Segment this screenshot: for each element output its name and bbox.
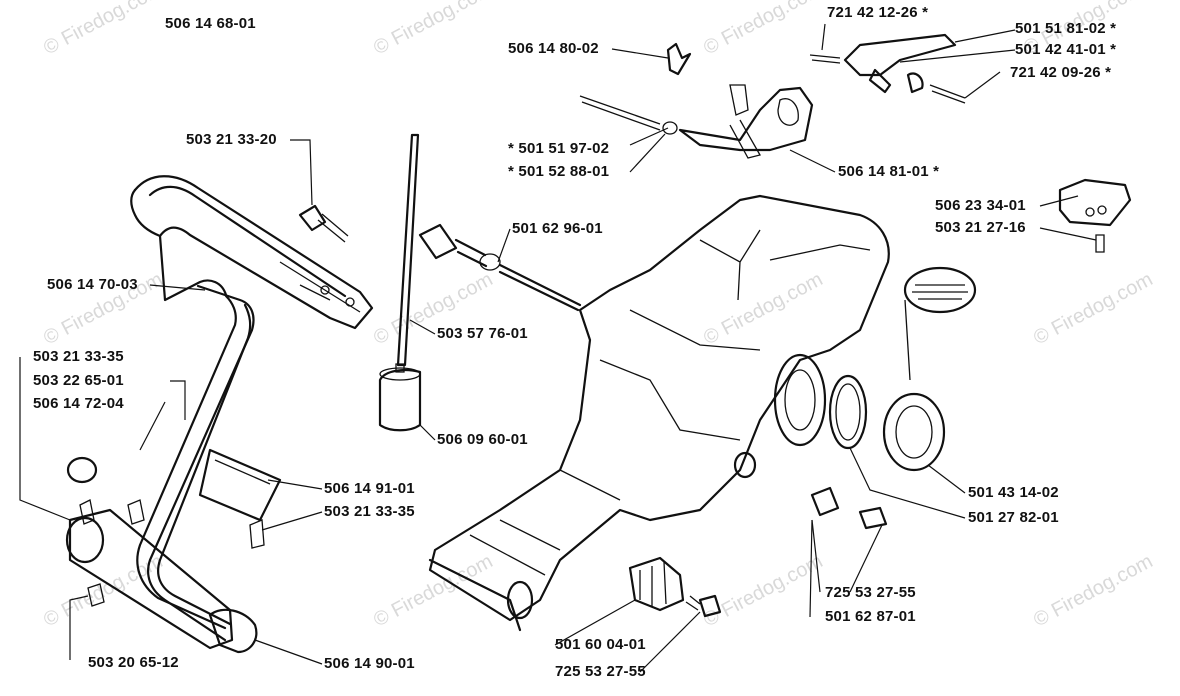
throttle-assembly-drawing <box>579 42 814 159</box>
part-label: * 501 52 88-01 <box>508 163 610 180</box>
part-label: 501 27 82-01 <box>968 509 1059 526</box>
part-label: * 501 51 97-02 <box>508 140 610 157</box>
part-label: 506 14 91-01 <box>324 480 415 497</box>
part-label: 503 21 33-20 <box>186 131 277 148</box>
part-label: 501 43 14-02 <box>968 484 1059 501</box>
part-label: 501 60 04-01 <box>555 636 646 653</box>
fuel-line-drawing <box>418 223 582 312</box>
part-label: 506 14 72-04 <box>33 395 124 412</box>
part-label: 503 21 33-35 <box>33 348 124 365</box>
part-label: 506 14 80-02 <box>508 40 599 57</box>
part-label: 506 14 90-01 <box>324 655 415 672</box>
part-label: 503 21 33-35 <box>324 503 415 520</box>
part-label: 725 53 27-55 <box>555 663 646 680</box>
front-handle-drawing <box>65 175 374 654</box>
part-label: 501 62 87-01 <box>825 608 916 625</box>
part-label: 506 23 34-01 <box>935 197 1026 214</box>
bolt-drawing <box>298 204 349 243</box>
part-label: 503 21 27-16 <box>935 219 1026 236</box>
part-label: 725 53 27-55 <box>825 584 916 601</box>
part-label: 501 51 81-02 * <box>1015 20 1117 37</box>
part-label: 506 14 70-03 <box>47 276 138 293</box>
part-label: 721 42 09-26 * <box>1010 64 1112 81</box>
part-label: 503 20 65-12 <box>88 654 179 671</box>
rod-drawing <box>396 133 420 367</box>
throttle-lock-drawing <box>809 33 966 104</box>
filter-drawing <box>378 363 422 432</box>
part-label: 501 42 41-01 * <box>1015 41 1117 58</box>
part-label: 506 09 60-01 <box>437 431 528 448</box>
tank-cap-drawing <box>828 266 977 472</box>
crankcase-tank-drawing <box>428 194 890 632</box>
part-label: 721 42 12-26 * <box>827 4 929 21</box>
part-label: 506 14 81-01 * <box>838 163 940 180</box>
leader-lines <box>19 23 1097 673</box>
diagram-title: 506 14 68-01 <box>165 15 256 32</box>
part-label: 503 22 65-01 <box>33 372 124 389</box>
bracket-drawing <box>1058 178 1132 253</box>
part-label: 503 57 76-01 <box>437 325 528 342</box>
part-label: 501 62 96-01 <box>512 220 603 237</box>
